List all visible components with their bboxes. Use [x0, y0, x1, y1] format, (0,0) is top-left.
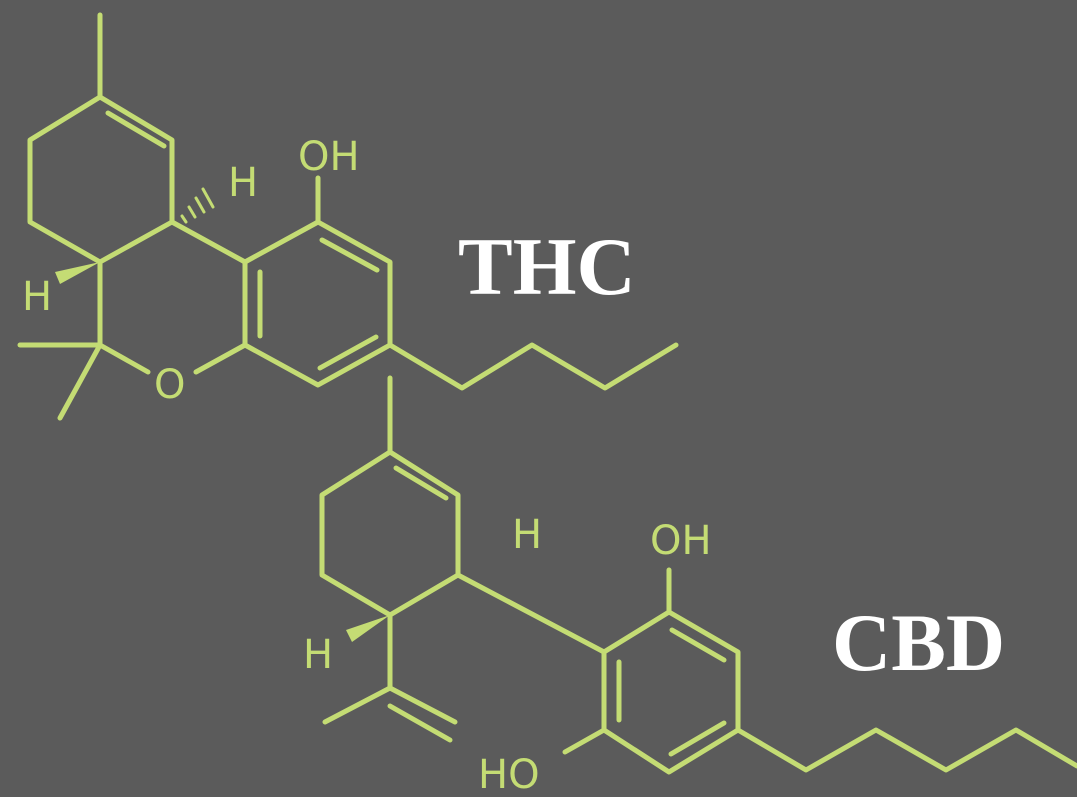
- thc-stereo-bonds: [55, 187, 215, 284]
- thc-hydroxyl-label: OH: [298, 134, 360, 180]
- thc-compound-label: THC: [458, 221, 636, 312]
- cbd-hydrogen-label-upper: H: [512, 512, 542, 558]
- thc-hydrogen-label-lower: H: [22, 274, 52, 320]
- thc-hydrogen-label-upper: H: [228, 160, 258, 206]
- thc-oxygen-label: O: [154, 362, 185, 408]
- thc-gem-dimethyl: [17, 342, 103, 421]
- cbd-cyclohexene-ring: [319, 375, 461, 618]
- thc-aromatic-ring: [242, 175, 393, 388]
- thc-cyclohexene-ring: [27, 12, 175, 265]
- cbd-aromatic-ring: [562, 567, 741, 775]
- thc-structure: OH H H O: [17, 12, 679, 421]
- cbd-wedge-bond: [346, 615, 390, 642]
- cbd-isopropenyl-group: [322, 612, 458, 743]
- cbd-hydrogen-label-lower: H: [303, 632, 333, 678]
- cbd-hydroxyl-label-lower: HO: [478, 752, 540, 797]
- cbd-ring-link-bond: [455, 572, 607, 655]
- thc-hashed-bond: [180, 187, 215, 224]
- thc-pyran-ring: [97, 219, 248, 375]
- cbd-structure: H OH H HO: [303, 375, 1077, 797]
- thc-wedge-bond: [55, 262, 100, 284]
- cbd-hydroxyl-label-upper: OH: [650, 518, 712, 564]
- thc-pentyl-chain: [387, 342, 679, 391]
- cbd-pentyl-chain: [735, 727, 1077, 773]
- cbd-compound-label: CBD: [832, 597, 1005, 688]
